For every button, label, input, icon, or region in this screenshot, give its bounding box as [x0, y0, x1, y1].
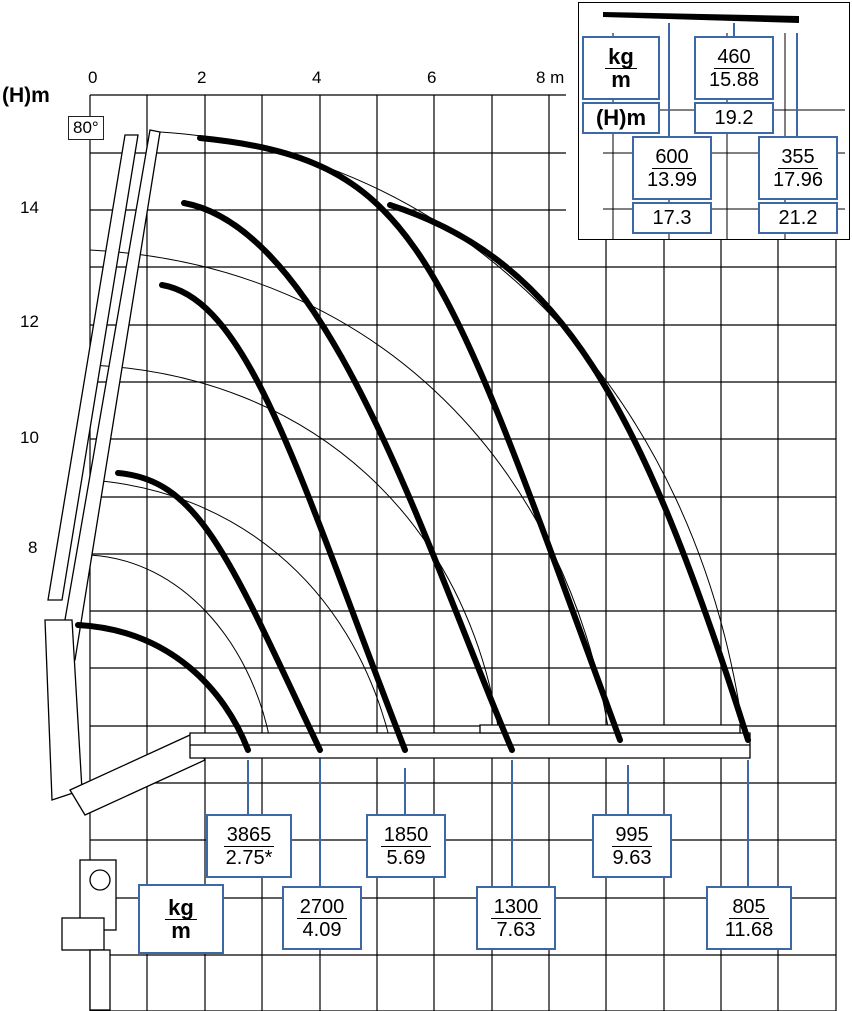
load-box-3: 1850 5.69: [366, 814, 446, 878]
control-housing: [61, 917, 105, 951]
y-tick-12: 12: [20, 312, 39, 331]
unit-kg: kg: [165, 896, 197, 920]
jib-height-box-2: 17.3: [632, 202, 712, 234]
jib-height-box-3: 21.2: [758, 202, 838, 234]
load-kg-4: 1300: [490, 896, 542, 919]
load-m-2: 4.09: [302, 918, 342, 941]
load-curve: [115, 470, 323, 753]
reach-arc: [89, 364, 501, 741]
crane-base: [89, 949, 111, 1011]
load-box-6: 805 11.68: [706, 886, 792, 950]
boom-extension: [47, 134, 139, 601]
reach-arc: [89, 479, 391, 741]
load-kg-6: 805: [729, 896, 769, 919]
load-kg-5: 995: [612, 824, 652, 847]
boom-extension-rail: [479, 724, 741, 734]
load-m-4: 7.63: [496, 918, 536, 941]
unit-box: kg m: [138, 884, 224, 954]
load-m-3: 5.69: [386, 846, 426, 869]
jib-load-box-3: 355 17.96: [758, 136, 838, 200]
load-curve: [75, 622, 251, 753]
y-tick-8: 8: [28, 538, 38, 557]
jib-height-1: 19.2: [714, 107, 754, 129]
jib-load-kg-3: 355: [778, 146, 818, 169]
load-curve: [387, 202, 751, 743]
boom-angle-label: 80°: [68, 116, 104, 140]
reach-arc: [89, 249, 611, 741]
x-tick-0: 0: [88, 68, 98, 87]
jib-load-m-3: 17.96: [772, 168, 824, 191]
load-curve: [159, 282, 408, 753]
reach-arc: [89, 554, 271, 741]
crane-structure: [44, 129, 751, 1011]
load-m-1: 2.75*: [225, 846, 273, 869]
y-axis-title: (H)m: [2, 84, 50, 107]
knuckle-arm: [69, 734, 206, 816]
jib-unit-m: m: [611, 66, 631, 92]
jib-load-box-1: 460 15.88: [694, 36, 774, 100]
load-box-2: 2700 4.09: [282, 886, 362, 950]
load-m-6: 11.68: [724, 918, 774, 941]
jib-height-3: 21.2: [778, 207, 818, 229]
jib-unit-kg: kg: [605, 45, 637, 69]
jib-height-unit-box: (H)m: [582, 102, 660, 134]
jib-height-box-1: 19.2: [694, 102, 774, 134]
load-box-4: 1300 7.63: [476, 886, 556, 950]
load-box-1: 3865 2.75*: [206, 814, 292, 878]
y-tick-10: 10: [20, 428, 39, 447]
x-tick-4: 4: [312, 68, 322, 87]
jib-boom-silhouette: [603, 12, 799, 23]
unit-m: m: [171, 917, 191, 943]
load-curves: [75, 135, 751, 753]
reach-arcs: [89, 131, 746, 746]
jib-height-2: 17.3: [652, 207, 692, 229]
x-tick-8: 8 m: [536, 68, 565, 87]
slew-motor: [89, 869, 111, 891]
load-m-5: 9.63: [612, 846, 652, 869]
load-curve: [181, 200, 515, 753]
leader-lines: [247, 760, 749, 887]
load-curve: [197, 135, 623, 743]
jib-load-kg-1: 460: [714, 46, 754, 69]
y-tick-14: 14: [20, 198, 39, 217]
x-tick-2: 2: [197, 68, 207, 87]
load-kg-3: 1850: [380, 824, 432, 847]
x-tick-6: 6: [427, 68, 437, 87]
load-box-5: 995 9.63: [592, 814, 672, 878]
load-kg-2: 2700: [296, 896, 348, 919]
jib-load-box-2: 600 13.99: [632, 136, 712, 200]
jib-unit-box: kg m: [582, 36, 660, 100]
jib-height-unit: (H)m: [595, 105, 647, 130]
jib-load-m-1: 15.88: [708, 68, 760, 91]
load-kg-1: 3865: [223, 824, 275, 847]
jib-load-m-2: 13.99: [646, 168, 698, 191]
jib-load-kg-2: 600: [652, 146, 692, 169]
